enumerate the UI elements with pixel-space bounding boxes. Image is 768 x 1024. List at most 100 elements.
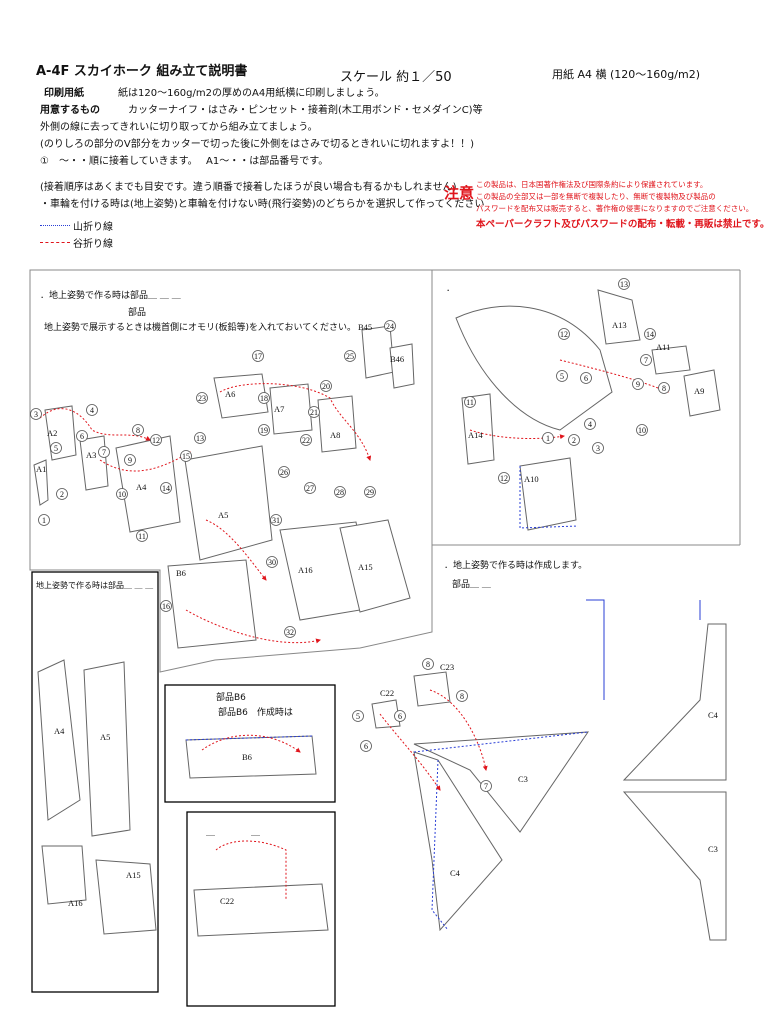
step-marker-number: 25 xyxy=(346,352,354,361)
step-marker-number: 3 xyxy=(34,410,38,419)
step-marker-number: 11 xyxy=(466,398,474,407)
step-marker-number: 5 xyxy=(356,712,360,721)
part-c3-shape xyxy=(413,731,589,833)
step-marker-circle xyxy=(258,392,270,404)
step-marker-number: 16 xyxy=(162,602,170,611)
part-c23-shape xyxy=(413,671,451,707)
warning-heading: 注意 xyxy=(444,184,475,202)
step-marker-number: 14 xyxy=(646,330,654,339)
step-marker-number: 8 xyxy=(136,426,140,435)
gear-a5-shape xyxy=(83,661,131,837)
part-a11-shape xyxy=(651,345,691,375)
step-marker-number: 7 xyxy=(644,356,648,365)
instruction-line-4: (接着順序はあくまでも目安です。違う順番で接着したほうが良い場合も有るかもしれま… xyxy=(40,182,457,193)
step-marker-circle xyxy=(352,710,364,722)
mountain-fold-swatch xyxy=(40,225,70,226)
label-c22: C22 xyxy=(380,688,394,698)
step-marker-number: 21 xyxy=(310,408,318,417)
part-a5-shape xyxy=(184,445,273,561)
step-marker-circle xyxy=(266,556,278,568)
part-c22-shape xyxy=(371,699,401,729)
step-marker-number: 19 xyxy=(260,426,268,435)
part-a13-shape xyxy=(597,289,641,345)
part-b45-shape xyxy=(361,325,395,379)
step-marker-number: 15 xyxy=(182,452,190,461)
step-marker-number: 23 xyxy=(198,394,206,403)
part-c3-fold xyxy=(413,731,589,753)
step-marker-circle xyxy=(384,320,396,332)
wing-guide-lines xyxy=(586,599,701,700)
label-b46: B46 xyxy=(390,354,404,364)
part-a9-shape xyxy=(683,369,721,417)
part-a14-shape xyxy=(461,393,495,465)
instruction-line-5: ・車輪を付ける時は(地上姿勢)と車輪を付けない時(飛行姿勢)のどちらかを選択して… xyxy=(40,199,485,210)
step-marker-number: 22 xyxy=(302,436,310,445)
step-marker-number: 30 xyxy=(268,558,276,567)
label-gear-a4: A4 xyxy=(54,726,65,736)
step-marker-number: 26 xyxy=(280,468,288,477)
step-marker-number: 14 xyxy=(162,484,170,493)
step-marker-number: 1 xyxy=(42,516,46,525)
label-b45: B45 xyxy=(358,322,372,332)
label-a2: A2 xyxy=(47,428,57,438)
step-marker-circle xyxy=(86,404,98,416)
part-fuselage-main-shape xyxy=(455,305,613,431)
step-marker-circle xyxy=(50,442,62,454)
label-a5: A5 xyxy=(218,510,228,520)
label-a7: A7 xyxy=(274,404,284,414)
step-marker-circle xyxy=(180,450,192,462)
part-a10-fold xyxy=(519,466,579,529)
step-marker-circle xyxy=(580,372,592,384)
step-marker-number: 3 xyxy=(596,444,600,453)
step-marker-circle xyxy=(308,406,320,418)
label-gear-a5: A5 xyxy=(100,732,110,742)
part-a15-shape xyxy=(339,519,411,613)
part-c4-shape xyxy=(413,751,503,932)
step-marker-circle xyxy=(558,328,570,340)
part-c3-right-shape xyxy=(622,791,727,941)
part-b6-shape xyxy=(167,559,257,649)
step-marker-number: 18 xyxy=(260,394,268,403)
label-a1: A1 xyxy=(36,464,46,474)
step-marker-circle xyxy=(132,424,144,436)
main-panel-note-1: ．地上姿勢で作る時は部品＿ ＿ ＿ xyxy=(40,291,181,301)
paper-label: 用紙 A4 横 (120〜160g/m2) xyxy=(552,68,700,81)
step-marker-number: 17 xyxy=(254,352,262,361)
step-marker-circle xyxy=(136,530,148,542)
step-marker-circle xyxy=(300,434,312,446)
wing-panel-note-1: ．地上姿勢で作る時は作成します。 xyxy=(444,561,588,571)
part-a4-shape xyxy=(115,435,181,533)
label-gear-a15: A15 xyxy=(126,870,141,880)
b6-fold xyxy=(185,735,313,741)
b6-panel-note-2: 部品B6 作成時は xyxy=(218,708,293,718)
step-marker-number: 6 xyxy=(80,432,84,441)
step-marker-circle xyxy=(278,466,290,478)
label-a14: A14 xyxy=(468,430,483,440)
label-gear-a16: A16 xyxy=(68,898,83,908)
valley-fold-swatch xyxy=(40,242,70,243)
step-marker-number: 13 xyxy=(620,280,628,289)
instruction-line-2: (のりしろの部分のV部分をカッターで切った後に外側をはさみで切るときれいに切れま… xyxy=(40,139,475,150)
step-marker-circle xyxy=(480,780,492,792)
step-marker-circle xyxy=(394,710,406,722)
step-marker-circle xyxy=(304,482,316,494)
c22-panel-border xyxy=(186,811,336,1007)
label-a4: A4 xyxy=(136,482,147,492)
label-c3: C3 xyxy=(518,774,528,784)
step-marker-number: 20 xyxy=(322,382,330,391)
step-marker-circle xyxy=(160,482,172,494)
step-marker-circle xyxy=(556,370,568,382)
c22-panel-note: ＿ ＿ xyxy=(206,828,261,838)
step-marker-number: 4 xyxy=(90,406,94,415)
part-b46-shape xyxy=(389,343,415,389)
step-marker-circle xyxy=(320,380,332,392)
step-marker-number: 2 xyxy=(60,490,64,499)
step-marker-circle xyxy=(464,396,476,408)
step-marker-number: 24 xyxy=(386,322,394,331)
step-marker-circle xyxy=(30,408,42,420)
b6-panel-border xyxy=(164,684,336,803)
step-marker-number: 12 xyxy=(152,436,160,445)
step-marker-number: 6 xyxy=(364,742,368,751)
gear-a15-shape xyxy=(95,859,157,935)
